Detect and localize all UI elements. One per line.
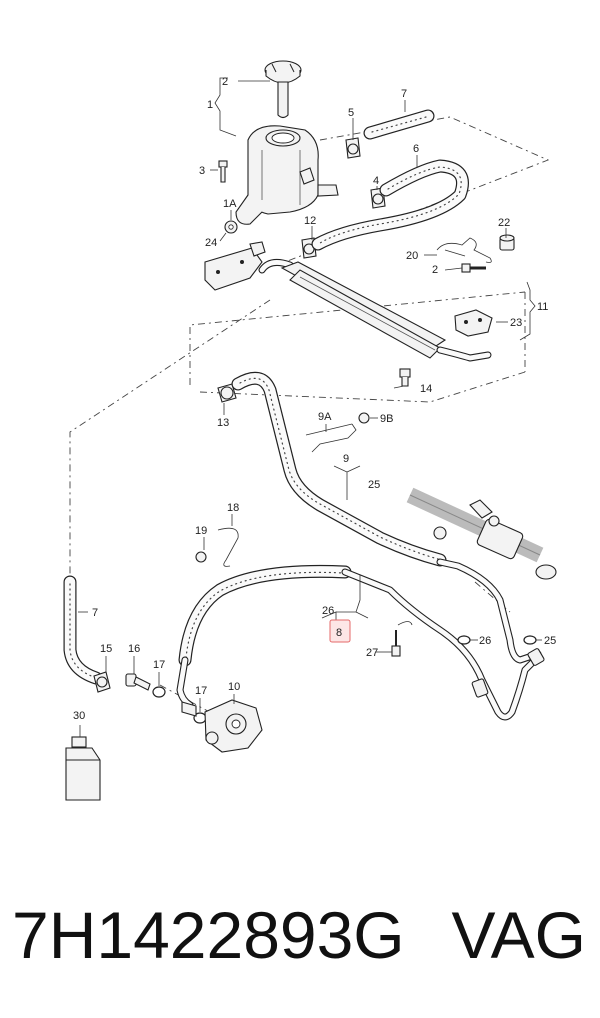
callout-9a: 9A bbox=[318, 411, 332, 423]
callout-27: 27 bbox=[366, 647, 378, 659]
clip-9a bbox=[305, 423, 357, 453]
cap-22 bbox=[499, 234, 515, 251]
brand-label: VAG bbox=[451, 898, 586, 972]
cooler-pipe-assembly bbox=[258, 258, 492, 362]
screw-14 bbox=[399, 368, 411, 387]
callout-6: 6 bbox=[413, 143, 419, 155]
callout-25b: 25 bbox=[544, 635, 556, 647]
callout-19: 19 bbox=[195, 525, 207, 537]
pressure-hose-8 bbox=[176, 564, 545, 721]
reservoir-cap bbox=[264, 60, 302, 119]
callout-13: 13 bbox=[217, 417, 229, 429]
nut-9b bbox=[358, 412, 370, 424]
part-number: 7H1422893G bbox=[12, 898, 405, 972]
washer-17 bbox=[152, 686, 166, 698]
callout-4: 4 bbox=[373, 175, 379, 187]
clamp-15 bbox=[93, 671, 111, 693]
callout-17b: 17 bbox=[195, 685, 207, 697]
hose-7-lower bbox=[63, 575, 103, 685]
power-steering-pump bbox=[181, 699, 263, 753]
callout-26: 26 bbox=[322, 605, 334, 617]
nut-19 bbox=[195, 551, 207, 563]
return-hose-9 bbox=[231, 371, 542, 664]
callout-24: 24 bbox=[205, 237, 217, 249]
callout-9b: 9B bbox=[380, 413, 393, 425]
clamp-5 bbox=[345, 137, 361, 159]
fluid-reservoir bbox=[235, 125, 339, 225]
bracket-24 bbox=[204, 241, 266, 291]
screw-2b bbox=[461, 263, 486, 273]
callout-2: 2 bbox=[222, 76, 228, 88]
callout-25: 25 bbox=[368, 479, 380, 491]
callout-15: 15 bbox=[100, 643, 112, 655]
callout-10: 10 bbox=[228, 681, 240, 693]
callout-17: 17 bbox=[153, 659, 165, 671]
callout-26b: 26 bbox=[479, 635, 491, 647]
callout-18: 18 bbox=[227, 502, 239, 514]
o-ring-25 bbox=[523, 635, 537, 645]
callout-5: 5 bbox=[348, 107, 354, 119]
hose-7-top bbox=[363, 109, 435, 140]
clamp-13 bbox=[217, 383, 237, 403]
callout-8: 8 bbox=[336, 627, 342, 639]
nut-1a bbox=[224, 220, 238, 234]
callout-9: 9 bbox=[343, 453, 349, 465]
footer: 7H1422893G VAG bbox=[0, 890, 600, 990]
highlight-box-8 bbox=[329, 619, 351, 643]
clip-20 bbox=[436, 237, 492, 263]
callout-2b: 2 bbox=[432, 264, 438, 276]
bracket-23 bbox=[454, 309, 493, 337]
fluid-bottle bbox=[65, 736, 101, 801]
bolt-27 bbox=[391, 621, 413, 657]
callout-1: 1 bbox=[207, 99, 213, 111]
callout-20: 20 bbox=[406, 250, 418, 262]
callout-30: 30 bbox=[73, 710, 85, 722]
o-ring-26 bbox=[457, 635, 471, 645]
banjo-bolt-16 bbox=[125, 673, 151, 691]
callout-11: 11 bbox=[537, 301, 548, 313]
power-steering-parts-diagram: 1 2 3 1A 24 5 7 6 4 12 22 20 2 11 23 14 … bbox=[63, 60, 557, 801]
callout-22: 22 bbox=[498, 217, 510, 229]
callout-12: 12 bbox=[304, 215, 316, 227]
callout-7-lower: 7 bbox=[92, 607, 98, 619]
callout-3: 3 bbox=[199, 165, 205, 177]
callout-7-top: 7 bbox=[401, 88, 407, 100]
callout-23: 23 bbox=[510, 317, 522, 329]
screw-3 bbox=[218, 160, 228, 183]
callout-14: 14 bbox=[420, 383, 432, 395]
callout-16: 16 bbox=[128, 643, 140, 655]
callout-labels: 1 2 3 1A 24 5 7 6 4 12 22 20 2 11 23 14 … bbox=[73, 76, 556, 722]
callout-1a: 1A bbox=[223, 198, 237, 210]
leader-lines bbox=[78, 77, 542, 737]
steering-rack bbox=[406, 487, 557, 580]
clip-18 bbox=[217, 527, 239, 567]
hose-6 bbox=[311, 159, 469, 251]
assembly-guide-lines bbox=[69, 116, 550, 716]
